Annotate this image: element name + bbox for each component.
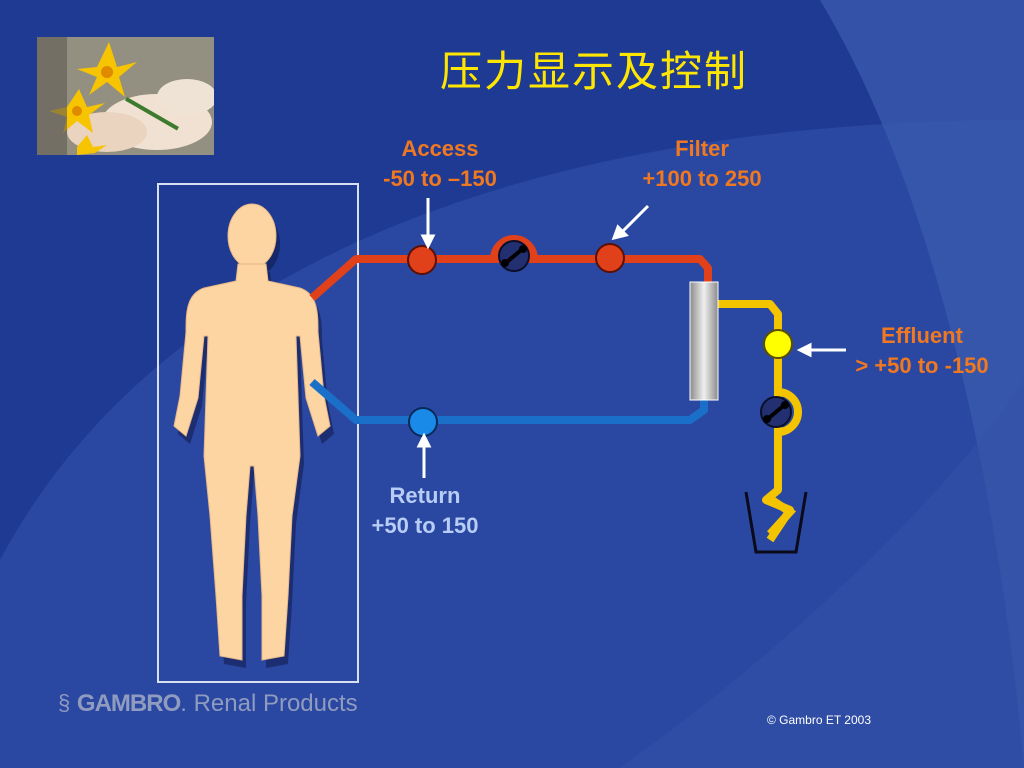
effluent-label-name: Effluent — [881, 323, 963, 348]
access-pressure-sensor — [407, 245, 437, 275]
gambro-logo: § GAMBRO. Renal Products — [58, 690, 358, 718]
effluent-label-range: > +50 to -150 — [855, 353, 989, 378]
access-label-name: Access — [401, 136, 479, 161]
filter-label-name: Filter — [675, 136, 729, 161]
blood-pump-icon — [490, 235, 538, 272]
filter-label-range: +100 to 250 — [642, 166, 762, 191]
effluent-pressure-sensor — [763, 329, 793, 359]
gambro-logo-icon: § — [58, 690, 71, 715]
effluent-pump-icon — [760, 388, 802, 436]
patient-figure-icon — [173, 203, 331, 661]
access-label-range: -50 to –150 — [383, 166, 497, 191]
return-pressure-sensor — [408, 407, 438, 437]
return-label-range: +50 to 150 — [371, 513, 479, 538]
effluent-label: Effluent > +50 to -150 — [840, 321, 1004, 381]
filter-arrow — [618, 204, 650, 236]
page-title: 压力显示及控制 — [440, 47, 749, 96]
filter-cartridge-icon — [689, 281, 719, 401]
access-line — [309, 255, 712, 301]
waste-bag-icon — [744, 491, 808, 554]
return-label: Return +50 to 150 — [350, 481, 500, 541]
copyright-text: © Gambro ET 2003 — [767, 713, 872, 727]
flower-photo — [37, 37, 214, 155]
return-line — [309, 378, 708, 424]
patient-box — [157, 183, 359, 683]
logo-subtitle: . Renal Products — [180, 690, 358, 717]
access-label: Access -50 to –150 — [360, 134, 520, 194]
filter-pressure-sensor — [595, 243, 625, 273]
filter-label: Filter +100 to 250 — [620, 134, 784, 194]
logo-brand: GAMBRO — [76, 690, 181, 717]
return-label-name: Return — [389, 483, 461, 508]
